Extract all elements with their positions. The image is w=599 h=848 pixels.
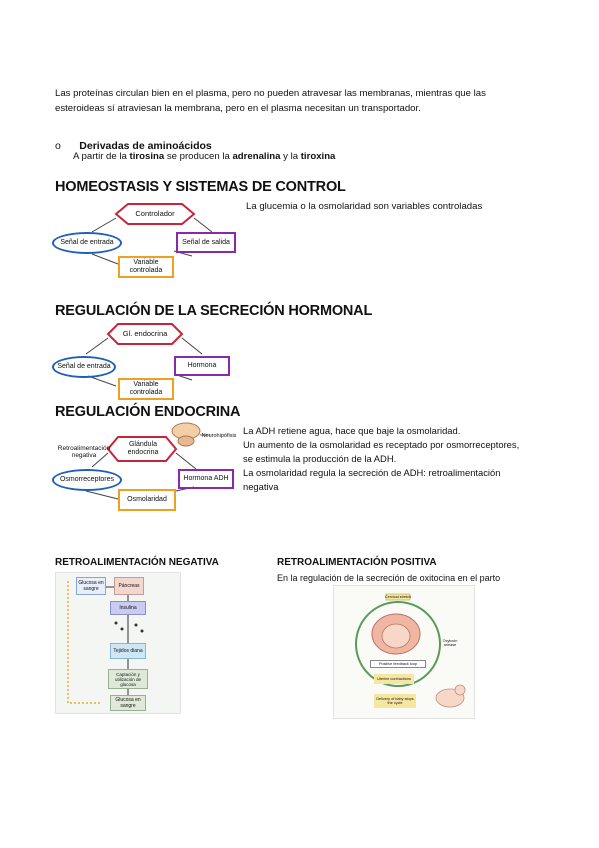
feedback-cycle-circle	[355, 601, 441, 687]
feedback-loop-line	[67, 581, 100, 704]
intro-line-2: esteroideas sí atraviesan la membrana, p…	[55, 103, 421, 114]
controller-label: Controlador	[135, 209, 175, 218]
controlled-variable-box: Variable controlada	[118, 256, 174, 278]
osmoreceptors-oval: Osmorreceptores	[52, 469, 122, 491]
control-diagram-arrows	[91, 203, 213, 265]
positive-feedback-figure: Cervical stretch Positive feedback loop …	[333, 585, 475, 719]
homeostasis-note: La glucemia o la osmolaridad son variabl…	[246, 201, 483, 212]
endocrina-line-1: La ADH retiene agua, hace que baje la os…	[243, 425, 461, 436]
control-diagram: Controlador Señal de entrada Señal de sa…	[52, 196, 238, 280]
arrow-line	[175, 452, 197, 470]
intro-paragraph: Las proteínas circulan bien en el plasma…	[55, 87, 486, 116]
heading-homeostasis: HOMEOSTASIS Y SISTEMAS DE CONTROL	[55, 179, 346, 195]
endocrina-line-4: La osmolaridad regula la secreción de AD…	[243, 467, 501, 478]
arrow-line	[193, 217, 213, 233]
output-signal-box: Señal de salida	[176, 232, 236, 253]
secretion-diagram: Gl. endocrina Señal de entrada Hormona V…	[52, 320, 232, 400]
baby-illustration	[381, 623, 411, 649]
positive-loop-label: Positive feedback loop	[370, 660, 426, 668]
arrow-line	[181, 337, 203, 355]
uterine-contractions-label: Uterine contractions	[374, 674, 414, 684]
negative-feedback-arrows	[67, 581, 144, 704]
input-signal-oval: Señal de entrada	[52, 232, 122, 254]
controller-hexagon	[114, 203, 196, 225]
oxytocin-release-label: Oxytocin release	[442, 638, 458, 648]
endocrine-diagram-arrows	[85, 422, 210, 500]
blood-glucose-box-2: Glucosa en sangre	[110, 695, 146, 711]
positive-feedback-illustration	[355, 593, 466, 708]
endocrina-line-2: Un aumento de la osmolaridad es receptad…	[243, 439, 520, 450]
derivadas-text-pre: A partir de la	[73, 151, 130, 162]
derivadas-text-and: y la	[280, 151, 301, 162]
controlled-variable-box: Variable controlada	[118, 378, 174, 400]
gland-hexagon	[106, 436, 178, 462]
insulin-dot	[120, 627, 124, 631]
delivery-label: Delivery of baby stops the cycle	[374, 694, 416, 708]
term-tirosina: tirosina	[129, 151, 165, 162]
target-tissues-box: Tejidos diana	[110, 643, 146, 659]
arrow-line	[87, 375, 117, 387]
newborn-head-illustration	[454, 684, 466, 696]
gland-label: Gl. endocrina	[122, 329, 168, 338]
negative-feedback-figure: Glucosa en sangre Páncreas Insulina Teji…	[55, 572, 181, 714]
arrow-line	[91, 253, 119, 265]
insulin-dot	[134, 623, 138, 627]
label-background	[385, 593, 411, 601]
derivadas-text-mid: se producen la	[164, 151, 233, 162]
heading-retro-negativa: RETROALIMENTACIÓN NEGATIVA	[55, 557, 219, 568]
cervical-stretch-label: Cervical stretch	[384, 594, 412, 599]
blood-glucose-box: Glucosa en sangre	[76, 577, 106, 595]
pancreas-box: Páncreas	[114, 577, 144, 595]
intro-line-1: Las proteínas circulan bien en el plasma…	[55, 88, 486, 99]
derivadas-text: A partir de la tirosina se producen la a…	[73, 150, 335, 164]
derivadas-bullet-list: o Derivadas de aminoácidos	[55, 136, 212, 154]
feedback-label: Retroalimentación negativa	[57, 445, 111, 459]
adh-hormone-box: Hormona ADH	[178, 469, 234, 489]
insulin-dot	[114, 621, 118, 625]
arrow-line	[91, 452, 109, 468]
heading-retro-positiva: RETROALIMENTACIÓN POSITIVA	[277, 557, 437, 568]
endocrina-paragraph: La ADH retiene agua, hace que baje la os…	[243, 424, 519, 494]
insulin-box: Insulina	[110, 601, 146, 615]
derivadas-title: Derivadas de aminoácidos	[79, 140, 212, 152]
gland-hexagon	[106, 323, 184, 345]
input-signal-oval: Señal de entrada	[52, 356, 116, 378]
retro-positiva-text: En la regulación de la secreción de oxit…	[277, 573, 501, 583]
endocrine-diagram: Retroalimentación negativa Glándula endo…	[52, 421, 238, 513]
bullet-marker: o	[55, 140, 61, 152]
pituitary-illustration	[177, 435, 195, 447]
term-adrenalina: adrenalina	[232, 151, 281, 162]
neurohypophysis-label: Neurohipófisis	[201, 433, 237, 439]
gland-label: Glándula endocrina	[127, 441, 159, 456]
arrow-line	[85, 490, 119, 500]
heading-regulacion-endocrina: REGULACIÓN ENDOCRINA	[55, 404, 241, 420]
arrow-line	[85, 337, 109, 355]
insulin-dot	[140, 629, 144, 633]
endocrina-line-5: negativa	[243, 481, 279, 492]
endocrina-line-3: se estimula la producción de la ADH.	[243, 453, 397, 464]
osmolarity-box: Osmolaridad	[118, 489, 176, 511]
heading-regulacion-secrecion: REGULACIÓN DE LA SECRECIÓN HORMONAL	[55, 303, 373, 319]
glucose-uptake-box: Captación y utilización de glucosa	[108, 669, 148, 689]
hormone-box: Hormona	[174, 356, 230, 376]
arrow-line	[91, 217, 117, 233]
term-tiroxina: tiroxina	[300, 151, 336, 162]
